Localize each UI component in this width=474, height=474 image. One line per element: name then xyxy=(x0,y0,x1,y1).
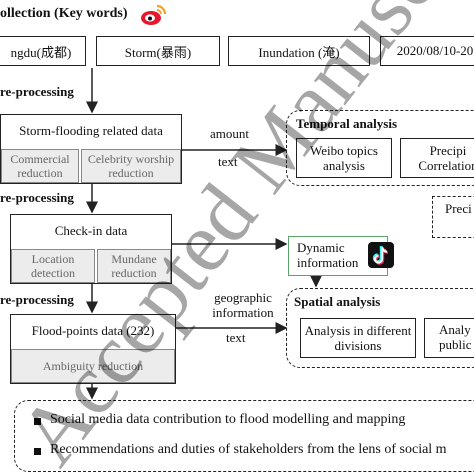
preprocessing-label-2: re-processing xyxy=(0,190,74,205)
ambiguity-reduction: Ambiguity reduction xyxy=(11,349,175,383)
mundane-reduction: Mundane reduction xyxy=(97,249,171,283)
location-detection: Location detection xyxy=(11,249,95,283)
tiktok-icon xyxy=(368,242,394,268)
commercial-reduction: Commercial reduction xyxy=(1,149,79,183)
keyword-box-date: 2020/08/10-20 xyxy=(380,36,474,66)
preprocessing-label-1: re-processing xyxy=(0,84,74,99)
precipitation-correlation-box: Precipi Correlation xyxy=(400,138,474,178)
preprocessing-label-3: re-processing xyxy=(0,292,74,307)
storm-flooding-box: Storm-flooding related data Commercial r… xyxy=(0,114,182,184)
flood-points-box: Flood-points data (232) Ambiguity reduct… xyxy=(10,314,176,384)
bullet-1 xyxy=(34,418,41,425)
edge-label-text-1: text xyxy=(218,154,238,169)
spatial-analysis-group xyxy=(286,288,474,368)
analysis-public-box: Analy public xyxy=(424,318,474,358)
collection-title: ollection (Key words) xyxy=(0,6,128,21)
analysis-in-divisions-box: Analysis in different divisions xyxy=(300,318,416,358)
bullet-2 xyxy=(34,448,41,455)
storm-flooding-title: Storm-flooding related data xyxy=(19,123,163,138)
flood-points-title: Flood-points data (232) xyxy=(31,323,155,338)
temporal-analysis-group xyxy=(286,110,474,186)
spatial-analysis-title: Spatial analysis xyxy=(294,294,381,309)
edge-label-amount: amount xyxy=(210,126,249,141)
weibo-icon xyxy=(140,4,167,26)
edge-label-geographic-information: geographic information xyxy=(212,290,274,320)
checkin-box: Check-in data Location detection Mundane… xyxy=(10,214,172,284)
precipitation-box-partial: Preci xyxy=(432,196,474,238)
celebrity-worship-reduction: Celebrity worship reduction xyxy=(81,149,181,183)
checkin-title: Check-in data xyxy=(54,223,128,238)
conclusion-item-1: Social media data contribution to flood … xyxy=(50,412,406,427)
keyword-box-chengdu: ngdu(成都) xyxy=(0,36,86,66)
conclusions-group xyxy=(14,400,474,472)
keyword-box-storm: Storm(暴雨) xyxy=(96,36,220,66)
edge-label-text-2: text xyxy=(226,330,246,345)
temporal-analysis-title: Temporal analysis xyxy=(296,116,398,131)
conclusion-item-2: Recommendations and duties of stakeholde… xyxy=(50,442,447,457)
weibo-topics-analysis-box: Weibo topics analysis xyxy=(296,138,392,178)
keyword-box-inundation: Inundation (淹) xyxy=(228,36,370,66)
